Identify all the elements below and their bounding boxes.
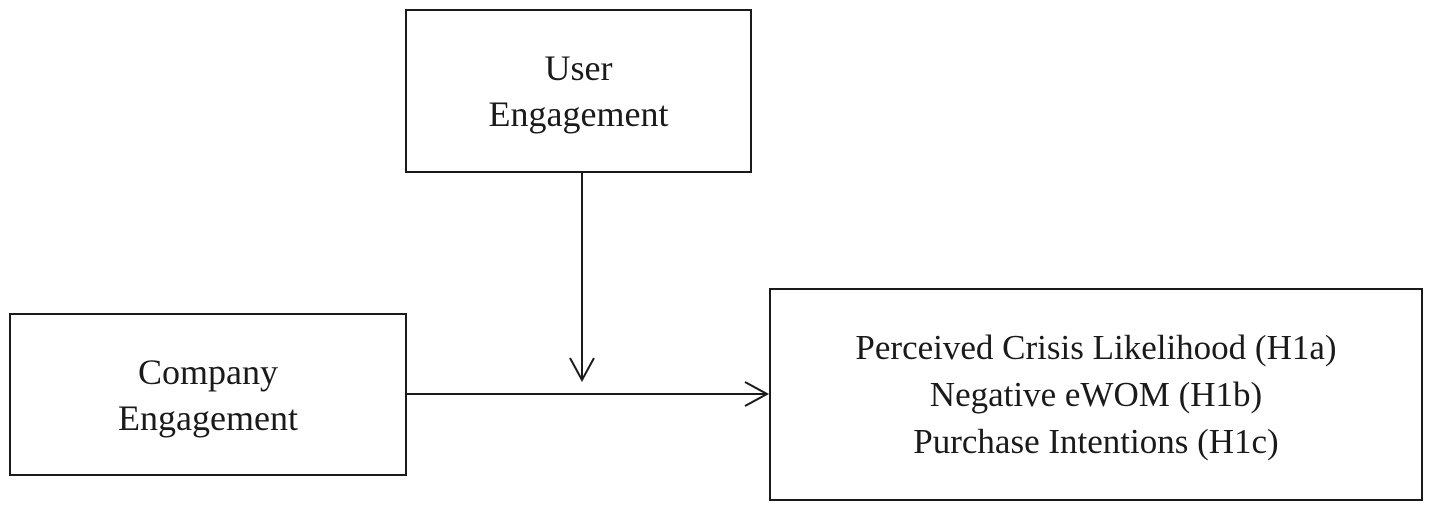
user-engagement-label-line-2: Engagement [488,94,669,134]
company-engagement-box: Company Engagement [9,313,407,476]
company-engagement-label-line-2: Engagement [118,397,298,438]
outcome-negative-ewom: Negative eWOM (H1b) [929,375,1263,414]
outcome-perceived-crisis-likelihood: Perceived Crisis Likelihood (H1a) [855,328,1337,367]
outcomes-box: Perceived Crisis Likelihood (H1a) Negati… [769,288,1423,501]
outcome-purchase-intentions: Purchase Intentions (H1c) [913,422,1279,461]
user-engagement-label-line-1: User [544,48,613,88]
company-to-outcomes-arrowhead [744,381,770,407]
user-engagement-box: User Engagement [405,9,752,173]
user-to-path-arrowhead [569,357,595,383]
company-engagement-label-line-1: Company [138,351,278,392]
